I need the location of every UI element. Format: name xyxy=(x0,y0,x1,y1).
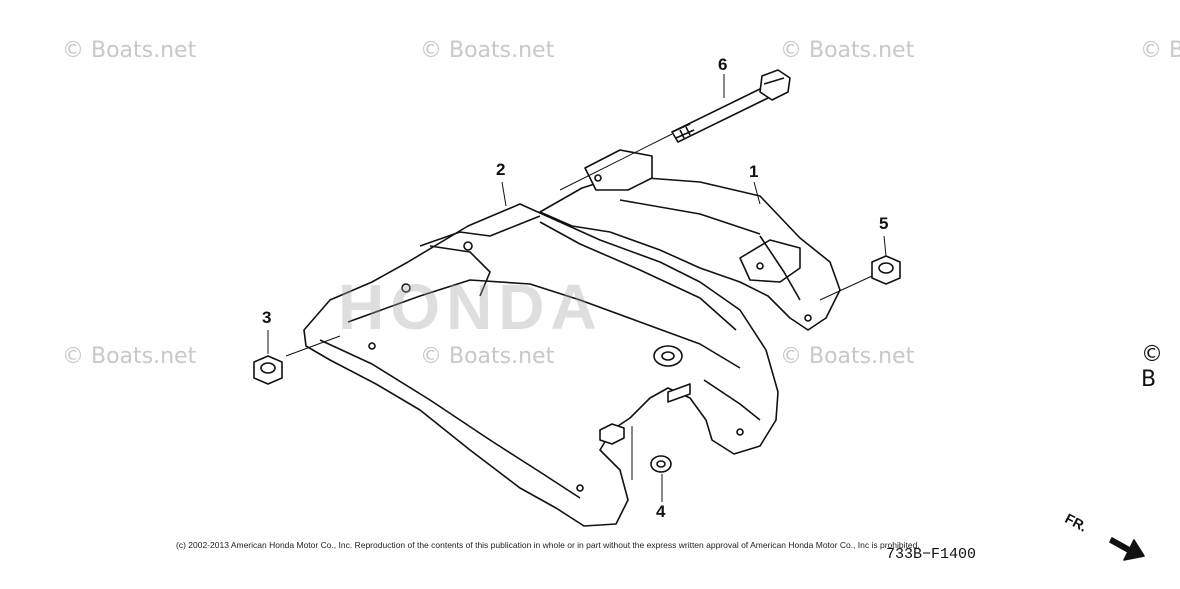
watermark: © B xyxy=(1141,342,1163,392)
diagram-code: 733B−F1400 xyxy=(886,546,977,563)
callout-part-2: 2 xyxy=(496,160,506,179)
copyright-notice: (c) 2002-2013 American Honda Motor Co., … xyxy=(176,540,920,550)
callout-part-1: 1 xyxy=(749,162,759,181)
front-arrow-icon xyxy=(1109,537,1145,561)
part-6-bolt xyxy=(671,69,791,143)
part-5-nut xyxy=(871,255,901,285)
part-4-washer xyxy=(650,455,672,473)
callout-part-4: 4 xyxy=(656,502,666,521)
watermark: © Boats.net xyxy=(62,38,197,63)
part-1-rear-guard xyxy=(539,149,841,331)
watermark: © Boats.net xyxy=(420,38,555,63)
watermark: © Boats.net xyxy=(780,38,915,63)
part-3-nut xyxy=(253,355,283,385)
brand-watermark: HONDA xyxy=(338,271,603,343)
callout-part-6: 6 xyxy=(718,55,728,74)
part-2-rear-fender xyxy=(303,203,779,527)
leader-lines xyxy=(267,74,887,502)
watermark: © Boats.net xyxy=(780,344,915,369)
watermark: © Boats.net xyxy=(420,344,555,369)
watermark: © B xyxy=(1140,38,1180,63)
watermark: © Boats.net xyxy=(62,344,197,369)
callout-part-3: 3 xyxy=(262,308,272,327)
callout-part-5: 5 xyxy=(879,214,889,233)
